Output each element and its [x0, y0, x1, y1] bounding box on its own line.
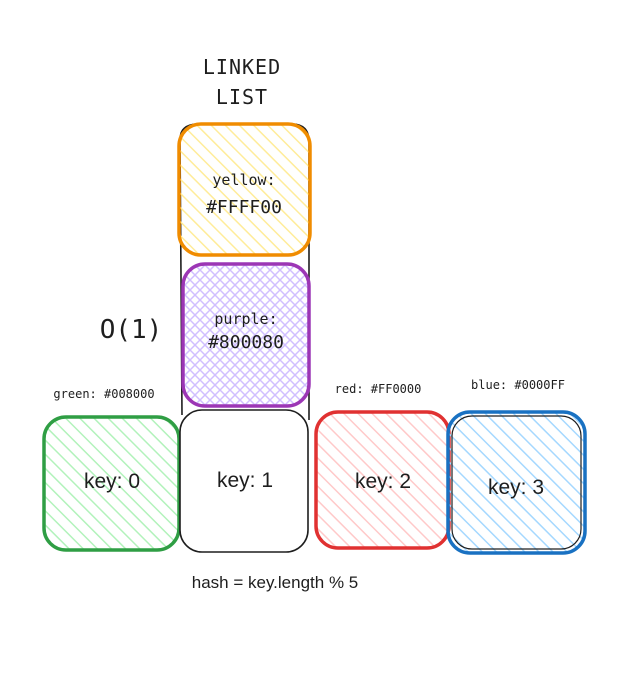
- node-purple-value: #800080: [208, 332, 284, 353]
- node-purple-label: purple:: [214, 310, 277, 328]
- node-yellow-value: #FFFF00: [206, 197, 282, 218]
- bucket-key-1: key: 1: [179, 409, 309, 553]
- linked-list-node-purple: purple: #800080: [181, 262, 311, 408]
- linked-list-node-yellow: yellow: #FFFF00: [177, 122, 312, 257]
- bucket-2-caption: red: #FF0000: [335, 382, 422, 396]
- bucket-2-key: key: 2: [355, 470, 411, 493]
- complexity-label: O(1): [100, 315, 163, 345]
- bucket-1-key: key: 1: [217, 469, 273, 492]
- bucket-3-caption: blue: #0000FF: [471, 378, 565, 392]
- hash-formula: hash = key.length % 5: [192, 573, 359, 592]
- bucket-key-2: key: 2: [314, 410, 451, 550]
- title-line-2: LIST: [216, 85, 268, 109]
- title-line-1: LINKED: [203, 55, 281, 79]
- bucket-key-0: key: 0: [42, 415, 181, 552]
- bucket-0-key: key: 0: [84, 470, 140, 493]
- bucket-key-3: key: 3: [446, 410, 587, 555]
- bucket-0-caption: green: #008000: [53, 387, 154, 401]
- bucket-3-key: key: 3: [488, 476, 544, 499]
- node-yellow-label: yellow:: [212, 171, 275, 189]
